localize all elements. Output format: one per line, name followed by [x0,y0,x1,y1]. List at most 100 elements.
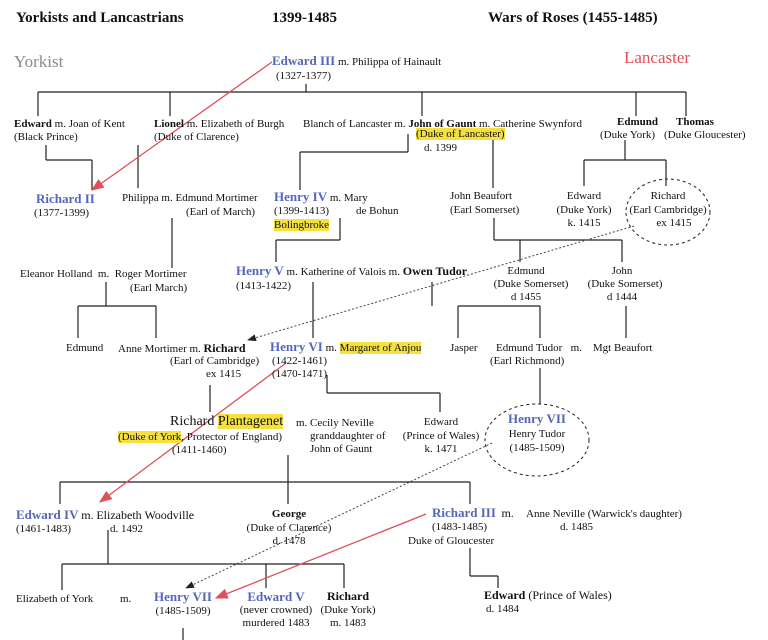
henry-vi-dates-1: (1422-1461) [272,355,327,367]
richard-cambridge-2: Richard [203,341,246,355]
duke-of-gloucester: Duke of Gloucester [408,535,495,547]
eleanor-holland: Eleanor Holland [20,268,93,280]
woodville-death: d. 1492 [110,523,143,535]
roger-title: (Earl March) [130,282,188,294]
mary-name: Mary [343,192,368,204]
duke-of-york: (Duke of York [118,431,182,443]
john-somerset-title: (Duke Somerset) [587,278,663,290]
henry-vi-dates-2: (1470-1471) [272,368,327,380]
richard-iii-name: Richard III [432,505,496,520]
richard-cambridge-oval [625,178,711,246]
plantagenet: Plantagenet [217,414,284,429]
richard-cambridge-2-title: (Earl of Cambridge) [170,355,260,367]
black-prince-title: (Black Prince) [14,131,78,143]
john-of-gaunt-ref: John of Gaunt [310,443,373,455]
edmund-somerset-death: d 1455 [510,291,542,303]
edward-iv-entry: Edward IV m. Elizabeth Woodville [16,508,194,523]
gaunt-death: d. 1399 [424,142,457,154]
henry-iv-m: m. [329,192,342,204]
edward-iii-name: Edward III [272,53,336,68]
gaunt-paren-open: ( [416,128,420,140]
john-somerset-name: John [611,265,633,277]
richard-plantagenet-first: Richard [170,414,218,429]
anne-m: m. [189,343,201,355]
blanch-lancaster: Blanch of Lancaster m. [303,118,406,130]
de-bohun: de Bohun [356,205,399,217]
edmund-tudor-m: m. [570,342,582,354]
edward-iv-m: m. [81,508,94,522]
identity-connectors [185,225,635,589]
anne-neville-death: d. 1485 [560,521,593,533]
edward-york-title: (Duke York) [556,204,612,216]
edward-iii-dates: (1327-1377) [276,70,331,82]
lionel-name: Lionel [154,118,184,130]
edmund-mortimer: Edmund [66,342,104,354]
edward-iv-dates: (1461-1483) [16,523,71,535]
richard-ii-name: Richard II [36,191,95,206]
edmund-somerset-name: Edmund [507,265,545,277]
margaret-anjou: Margaret of Anjou [339,342,422,354]
henry-vii-king-dates: (1485-1509) [155,605,211,617]
gaunt-paren-close: ) [500,128,505,140]
anne-neville: Anne Neville (Warwick's daughter) [526,508,682,520]
richard-plantagenet-entry: Richard Plantagenet [170,414,284,430]
yorkist-label: Yorkist [14,52,64,71]
henry-v-name: Henry V [236,263,284,278]
henry-vii-dates: (1485-1509) [509,442,565,454]
henry-vi-name: Henry VI [270,339,323,354]
duke-of-lancaster: Duke of Lancaster [419,128,501,140]
edward-pw-name: Edward [484,588,526,602]
plantagenet-dates: (1411-1460) [172,444,227,456]
anne-mortimer-entry: Anne Mortimer m. Richard [118,342,246,356]
richard-iii-entry: Richard III m. [432,506,514,521]
thomas-name: Thomas [676,116,714,128]
henry-vii-oval [484,403,590,477]
richard-cambridge-name: Richard [650,190,686,202]
lionel-title: (Duke of Clarence) [154,131,239,143]
richard-york-title: (Duke York) [320,604,376,616]
wars-label: Wars of Roses (1455-1485) [488,10,658,26]
richard-ii-dates: (1377-1399) [34,207,89,219]
henry-vi-entry: Henry VI m. Margaret of Anjou [270,339,422,355]
joan-of-kent: m. Joan of Kent [54,118,125,130]
edward-iii-m: m. [337,56,350,68]
page-title: Yorkists and Lancastrians [16,10,184,26]
henry-tudor-name: Henry Tudor [508,428,566,440]
edward-prince-killed: k. 1471 [424,443,458,455]
thomas-title: (Duke Gloucester) [664,129,746,141]
edmund-tudor: Edmund Tudor [496,342,563,354]
anne-mortimer: Anne Mortimer [118,343,187,355]
edward-v-note-2: murdered 1483 [242,617,310,629]
henry-iv-name: Henry IV [274,189,328,204]
edward-black-prince: Edward m. Joan of Kent [14,118,125,131]
george-name: George [271,508,307,520]
edward-iii-entry: Edward III m. Philippa of Hainault [272,54,441,69]
eleanor-holland-entry: Eleanor Holland m. Roger Mortimer [20,268,187,281]
duke-of-york-entry: (Duke of York, Protector of England) [118,431,282,444]
richard-iii-dates: (1483-1485) [432,521,487,533]
lionel-entry: Lionel m. Elizabeth of Burgh [154,118,284,131]
descent-lines [37,84,687,640]
john-beaufort: John Beaufort [450,190,513,202]
edward-v-name: Edward V [247,589,305,604]
granddaughter-of: granddaughter of [310,430,386,442]
bolingbroke-wrap: Bolingbroke [274,219,329,232]
richard-iii-m: m. [501,506,514,520]
richard-cambridge-title: (Earl Cambridge) [629,204,707,216]
plantagenet-m: m. [296,417,308,429]
edward-prince-name: Edward [423,416,459,428]
bolingbroke: Bolingbroke [274,219,329,231]
catherine-swynford: m. Catherine Swynford [479,118,582,130]
owen-tudor: Owen Tudor [402,264,468,278]
richard-cambridge-2-ex: ex 1415 [206,368,242,380]
mgt-beaufort: Mgt Beaufort [592,342,653,354]
gaunt-name: John of Gaunt [408,118,477,130]
protector: , Protector of England) [181,431,283,443]
edward-pw-death: d. 1484 [486,603,519,615]
henry-iv-entry: Henry IV m. Mary [274,190,368,205]
richard-york-name: Richard [327,589,369,603]
henry-v-dates: (1413-1422) [236,280,291,292]
elizabeth-m: m. [120,593,132,605]
george-title: (Duke of Clarence) [246,522,332,534]
